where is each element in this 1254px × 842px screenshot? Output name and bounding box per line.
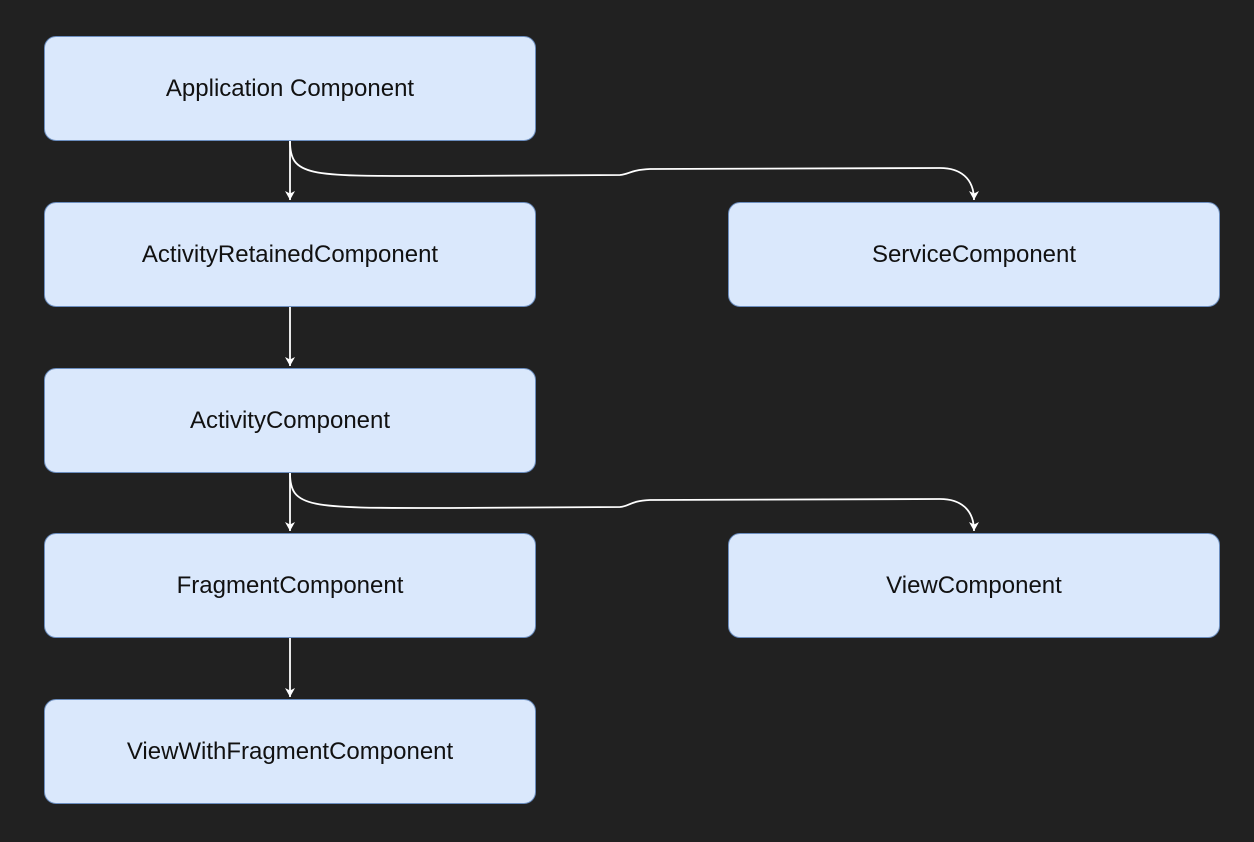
view-component-label: ViewComponent [886, 571, 1062, 599]
activity-retained-component-label: ActivityRetainedComponent [141, 240, 439, 268]
fragment-component-label: FragmentComponent [176, 571, 404, 599]
view-with-fragment-component-node: ViewWithFragmentComponent [44, 699, 536, 804]
application-component-node: Application Component [44, 36, 536, 141]
edge-application-to-service [289, 140, 979, 201]
view-component-node: ViewComponent [728, 533, 1220, 638]
application-component-label: Application Component [165, 74, 415, 102]
edge-activity-to-view [289, 472, 979, 532]
service-component-label: ServiceComponent [871, 240, 1077, 268]
service-component-node: ServiceComponent [728, 202, 1220, 307]
activity-retained-component-node: ActivityRetainedComponent [44, 202, 536, 307]
view-with-fragment-component-label: ViewWithFragmentComponent [126, 737, 454, 765]
activity-component-node: ActivityComponent [44, 368, 536, 473]
fragment-component-node: FragmentComponent [44, 533, 536, 638]
activity-component-label: ActivityComponent [189, 406, 391, 434]
